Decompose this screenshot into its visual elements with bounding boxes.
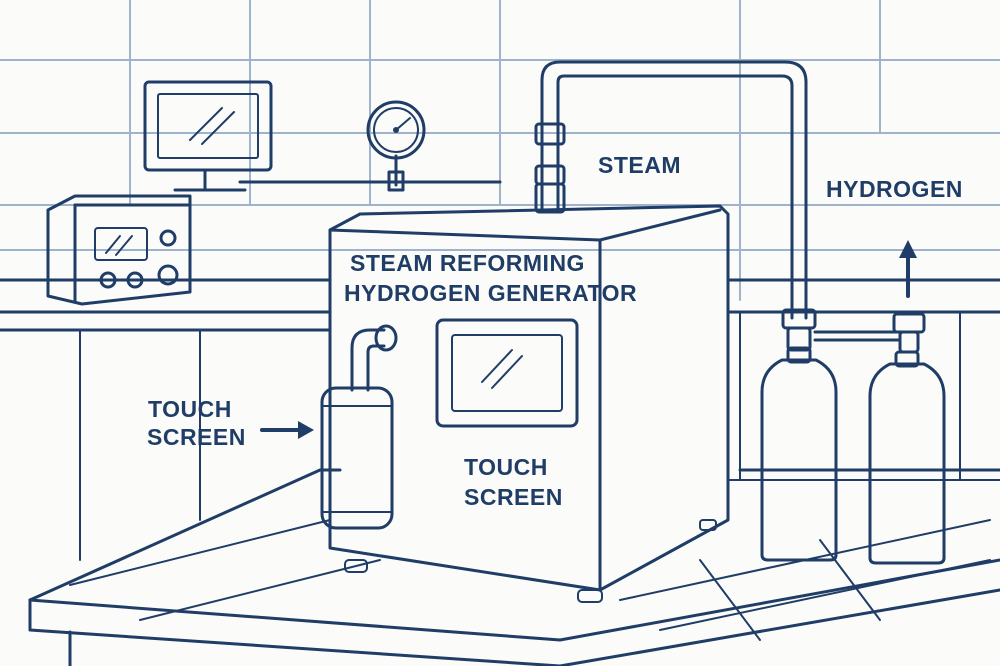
steam-label: STEAM bbox=[598, 152, 681, 178]
machine-title-line1: STEAM REFORMING bbox=[350, 250, 585, 276]
gas-cylinder-left bbox=[760, 346, 838, 562]
arrow-up-icon bbox=[899, 240, 917, 298]
bench-instrument bbox=[46, 194, 192, 306]
touch-screen-panel bbox=[435, 318, 579, 428]
foreground-bench bbox=[28, 468, 1000, 666]
cylinder-manifold bbox=[781, 308, 926, 354]
pressure-gauge-icon bbox=[366, 100, 426, 192]
back-counter bbox=[0, 278, 1000, 561]
steam-pipe bbox=[534, 60, 808, 320]
gas-cylinder-right bbox=[868, 350, 946, 565]
front-touch-screen-line1: TOUCH bbox=[464, 454, 548, 480]
hydrogen-label: HYDROGEN bbox=[826, 176, 963, 202]
generator-cabinet bbox=[328, 204, 730, 603]
desk-monitor bbox=[143, 80, 502, 192]
left-touch-screen-line1: TOUCH bbox=[148, 396, 232, 422]
machine-title-line2: HYDROGEN GENERATOR bbox=[344, 280, 638, 306]
side-vessel bbox=[320, 324, 398, 530]
front-touch-screen-line2: SCREEN bbox=[464, 484, 563, 510]
left-touch-screen-line2: SCREEN bbox=[147, 424, 246, 450]
arrow-right-icon bbox=[260, 421, 314, 439]
